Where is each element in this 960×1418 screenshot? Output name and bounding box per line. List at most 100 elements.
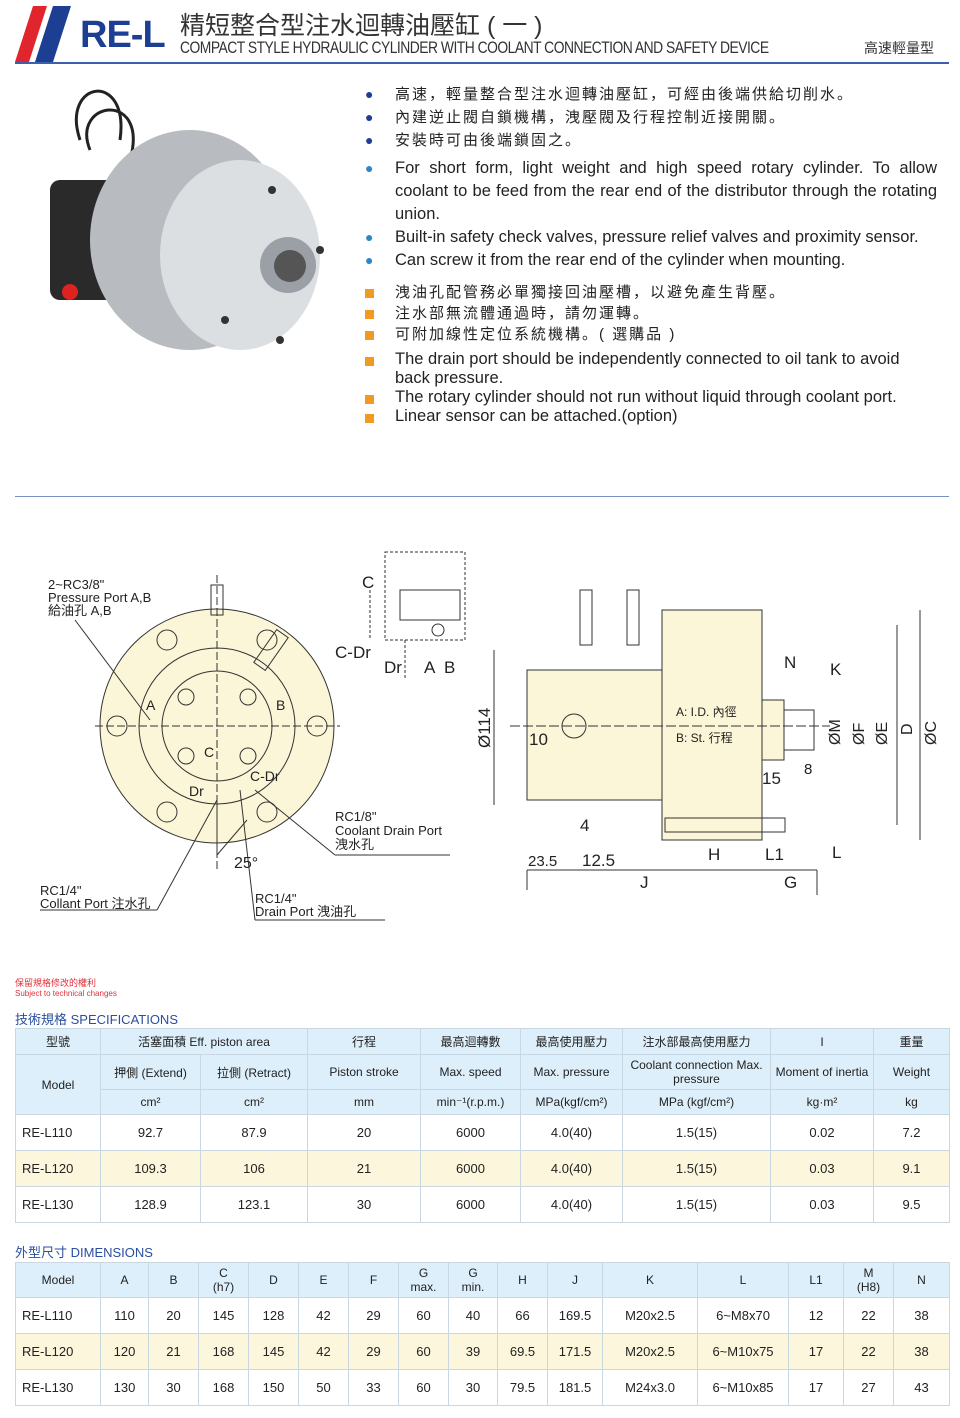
- front-view: [40, 575, 450, 921]
- dims-title: 外型尺寸 DIMENSIONS: [15, 1245, 153, 1260]
- spec-header: 注水部最高使用壓力: [622, 1028, 771, 1055]
- dims-cell: 6~M10x75: [697, 1333, 789, 1370]
- spec-unit: cm²: [200, 1089, 308, 1115]
- spec-unit: kg: [873, 1089, 950, 1115]
- dim-e: ØE: [874, 722, 891, 745]
- circuit-cdr-label: C-Dr: [335, 643, 371, 662]
- dims-header: F: [348, 1262, 399, 1298]
- dim-j: J: [640, 873, 649, 892]
- feature-zh-2: ●內建逆止閥自鎖機構，洩壓閥及行程控制近接開關。: [365, 109, 787, 126]
- hydraulic-circuit: [369, 551, 466, 680]
- feature-en-1: ●For short form, light weight and high s…: [365, 159, 937, 223]
- spec-cell: 1.5(15): [622, 1114, 771, 1151]
- port-a-label: A: [146, 697, 156, 713]
- spec-cell: 1.5(15): [622, 1186, 771, 1223]
- spec-header: Weight: [873, 1054, 950, 1090]
- dims-cell: 42: [298, 1297, 349, 1334]
- dims-cell: 6~M8x70: [697, 1297, 789, 1334]
- notice-zh: 保留規格修改的權利: [15, 978, 97, 988]
- stroke-label: B: St. 行程: [676, 730, 733, 745]
- pressure-port-label-3: 給油孔 A,B: [48, 603, 112, 618]
- spec-cell: RE-L120: [15, 1150, 101, 1187]
- dim-k: K: [830, 660, 842, 679]
- dim-c: ØC: [923, 721, 940, 745]
- spec-cell: 0.03: [770, 1186, 874, 1223]
- spec-unit: mm: [307, 1089, 421, 1115]
- circuit-c-label: C: [362, 573, 374, 592]
- spec-unit: kg·m²: [770, 1089, 874, 1115]
- spec-unit: cm²: [100, 1089, 201, 1115]
- product-photo: [50, 89, 324, 350]
- spec-cell: 6000: [420, 1114, 521, 1151]
- dims-cell: 168: [198, 1333, 249, 1370]
- port-dr-label: Dr: [189, 783, 204, 799]
- spec-header: Moment of inertia: [770, 1054, 874, 1090]
- spec-header: 拉側 (Retract): [200, 1054, 308, 1090]
- header-rule: [15, 62, 949, 64]
- spec-unit: min⁻¹(r.p.m.): [420, 1089, 521, 1115]
- bore-label: A: I.D. 內徑: [676, 705, 737, 719]
- dim-l: L: [832, 843, 841, 862]
- circuit-a-label: A: [424, 658, 436, 677]
- dims-header: C (h7): [198, 1262, 249, 1298]
- circuit-dr-label: Dr: [384, 658, 402, 677]
- dims-header: D: [248, 1262, 299, 1298]
- dims-cell: 120: [100, 1333, 149, 1370]
- dims-cell: M20x2.5: [602, 1297, 698, 1334]
- dims-cell: 79.5: [497, 1369, 548, 1406]
- spec-header: 押側 (Extend): [100, 1054, 201, 1090]
- dims-cell: 38: [893, 1333, 950, 1370]
- port-c-label: C: [204, 744, 214, 760]
- dims-cell: 69.5: [497, 1333, 548, 1370]
- dims-cell: 12: [788, 1297, 844, 1334]
- dims-header: Model: [15, 1262, 101, 1298]
- dims-cell: 29: [348, 1333, 399, 1370]
- section-divider: [15, 496, 949, 497]
- feature-en-3: ●Can screw it from the rear end of the c…: [365, 251, 846, 269]
- dims-header: L: [697, 1262, 789, 1298]
- dims-header: A: [100, 1262, 149, 1298]
- notice-en: Subject to technical changes: [15, 989, 117, 998]
- title-tag: 高速輕量型: [864, 40, 934, 56]
- dims-cell: 39: [448, 1333, 498, 1370]
- dims-cell: 50: [298, 1369, 349, 1406]
- spec-cell: 9.1: [873, 1150, 950, 1187]
- spec-cell: 1.5(15): [622, 1150, 771, 1187]
- note-en-3: Linear sensor can be attached.(option): [365, 407, 937, 426]
- coolant-port-label-1: RC1/4": [40, 883, 82, 898]
- spec-header: Model: [15, 1054, 101, 1115]
- coolant-drain-label-3: 洩水孔: [335, 837, 374, 852]
- dims-cell: 33: [348, 1369, 399, 1406]
- spec-cell: 128.9: [100, 1186, 201, 1223]
- dims-header: E: [298, 1262, 349, 1298]
- spec-cell: 30: [307, 1186, 421, 1223]
- dim-10: 10: [529, 730, 548, 749]
- spec-header: 最高使用壓力: [520, 1028, 623, 1055]
- dim-g: G: [784, 873, 797, 892]
- spec-cell: 7.2: [873, 1114, 950, 1151]
- dim-m: ØM: [827, 719, 844, 745]
- dims-cell: 145: [248, 1333, 299, 1370]
- spec-cell: 20: [307, 1114, 421, 1151]
- dims-cell: 38: [893, 1297, 950, 1334]
- spec-header: Max. pressure: [520, 1054, 623, 1090]
- angle-label: 25°: [234, 855, 258, 872]
- port-cdr-label: C-Dr: [250, 768, 280, 784]
- spec-header: 活塞面積 Eff. piston area: [100, 1028, 308, 1055]
- dims-header: G min.: [448, 1262, 498, 1298]
- note-en-2: The rotary cylinder should not run witho…: [365, 388, 937, 407]
- pressure-port-label-2: Pressure Port A,B: [48, 590, 151, 605]
- dim-114: Ø114: [475, 708, 494, 748]
- spec-cell: 4.0(40): [520, 1114, 623, 1151]
- dims-cell: RE-L130: [15, 1369, 101, 1406]
- brand-logo-icon: [15, 6, 71, 62]
- dims-cell: 6~M10x85: [697, 1369, 789, 1406]
- spec-cell: 9.5: [873, 1186, 950, 1223]
